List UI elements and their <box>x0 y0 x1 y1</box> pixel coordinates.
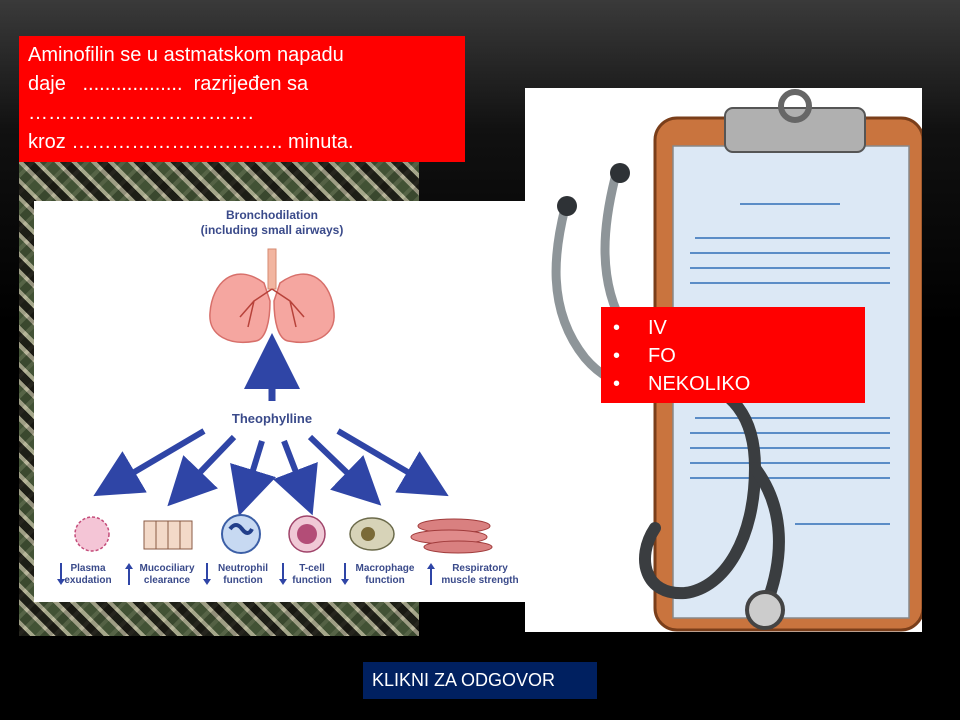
bullet-icon: • <box>613 373 621 395</box>
plasma-cell-icon <box>74 516 110 552</box>
clipboard-clip <box>724 89 866 153</box>
question-text-box: Aminofilin se u astmatskom napadu daje .… <box>19 36 465 162</box>
effect-label-plasma-2: exudation <box>64 575 111 586</box>
question-line-1: Aminofilin se u astmatskom napadu <box>28 44 344 66</box>
stethoscope-earpiece-icon <box>610 163 630 183</box>
effect-direction-indicators <box>57 563 435 585</box>
question-line-4: kroz ………………………….. minuta. <box>28 131 354 153</box>
effect-label-neutrophil-2: function <box>223 575 262 586</box>
mucociliary-cell-icon <box>143 520 193 550</box>
effect-label-mucociliary-1: Mucociliary <box>139 563 194 574</box>
answer-text: FO <box>648 345 676 367</box>
muscle-fiber-icon <box>410 518 493 554</box>
answer-item: • IV <box>613 314 865 342</box>
answer-item: • FO <box>613 342 865 370</box>
diagram-title-line-1: Bronchodilation <box>226 208 318 222</box>
effect-label-tcell-1: T-cell <box>299 563 325 574</box>
neutrophil-cell-icon <box>221 514 261 554</box>
answer-box: • IV • FO • NEKOLIKO <box>601 307 865 403</box>
effect-label-macrophage-1: Macrophage <box>356 563 415 574</box>
effect-label-plasma-1: Plasma <box>70 563 105 574</box>
bullet-icon: • <box>613 317 621 339</box>
stethoscope-earpiece-icon <box>557 196 577 216</box>
stethoscope-chestpiece-icon <box>745 590 785 630</box>
effect-label-macrophage-2: function <box>365 575 404 586</box>
effect-label-tcell-2: function <box>292 575 331 586</box>
reveal-answer-button[interactable]: KLIKNI ZA ODGOVOR <box>363 662 597 699</box>
answer-item: • NEKOLIKO <box>613 370 865 398</box>
macrophage-cell-icon <box>349 517 395 551</box>
effect-label-neutrophil-1: Neutrophil <box>218 563 268 574</box>
bullet-icon: • <box>613 345 621 367</box>
lungs-illustration <box>209 248 335 343</box>
answer-text: IV <box>648 317 667 339</box>
effect-label-mucociliary-2: clearance <box>144 575 191 586</box>
effect-label-muscle-1: Respiratory <box>452 563 508 574</box>
effect-label-muscle-2: muscle strength <box>441 575 518 586</box>
t-cell-icon <box>288 515 326 553</box>
answer-list: • IV • FO • NEKOLIKO <box>613 314 865 398</box>
diagram-title-line-2: (including small airways) <box>201 223 344 237</box>
answer-text: NEKOLIKO <box>648 373 751 395</box>
theophylline-label: Theophylline <box>232 411 312 426</box>
question-line-3: ……………………………. <box>28 102 254 124</box>
paper-lines <box>690 203 890 525</box>
theophylline-diagram-svg: Bronchodilation (including small airways… <box>57 208 519 586</box>
theophylline-diagram: Bronchodilation (including small airways… <box>34 201 552 602</box>
question-line-2: daje .................. razrijeđen sa <box>28 73 309 95</box>
effect-arrows <box>93 428 449 516</box>
